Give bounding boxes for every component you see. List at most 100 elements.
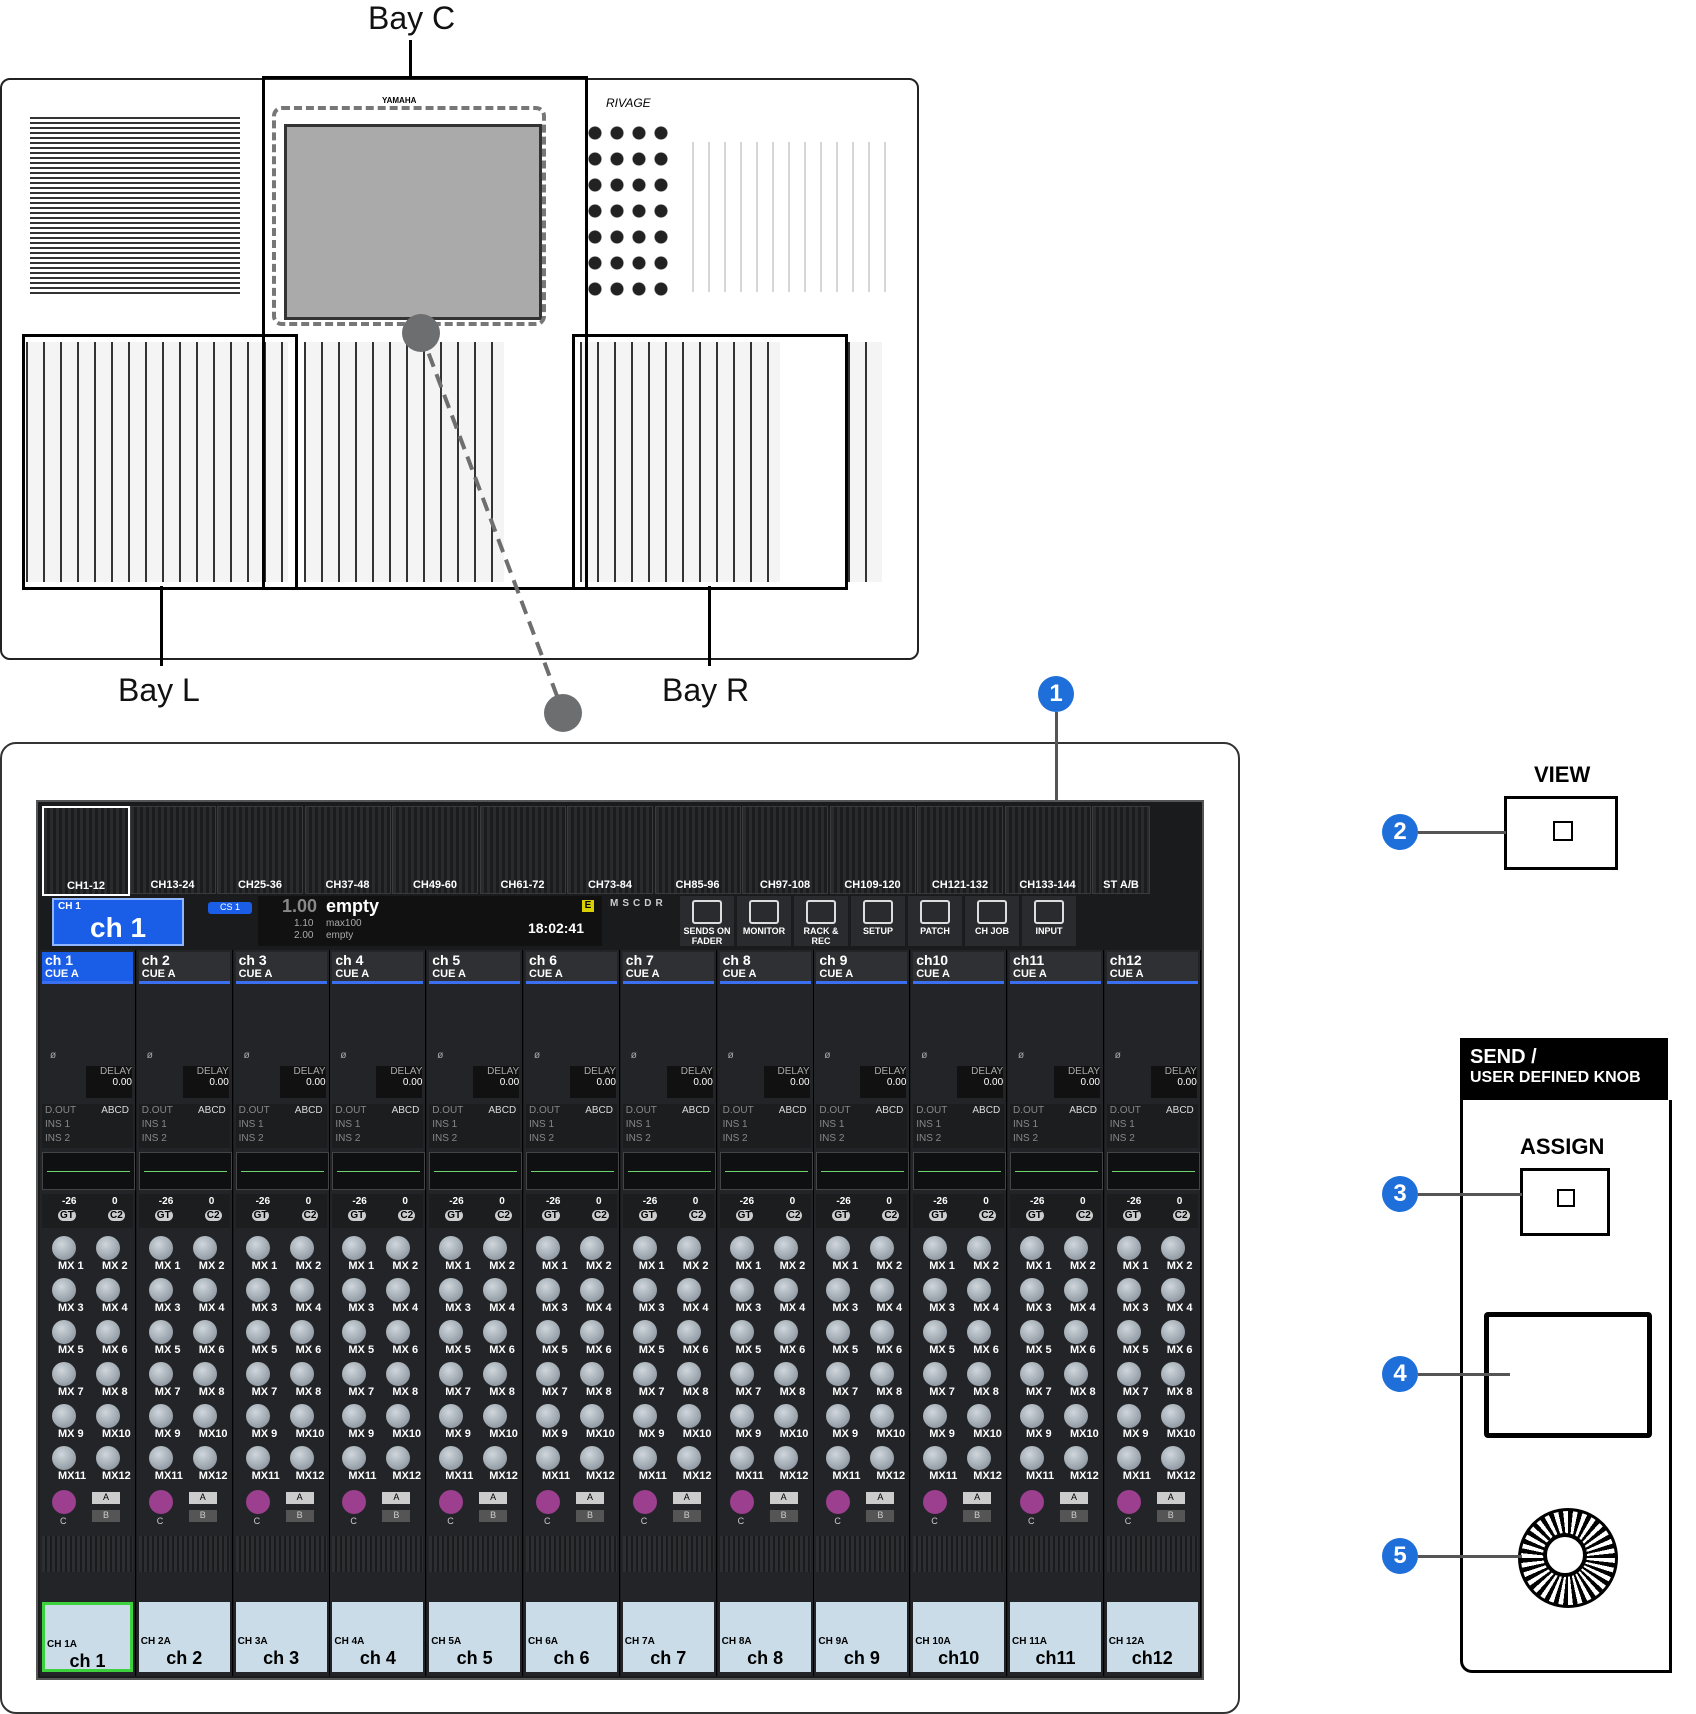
pan-knob[interactable]: [826, 1490, 851, 1514]
routing-block[interactable]: D.OUT INS 1 INS 2 ABCD: [622, 1104, 714, 1148]
mix-send-knob[interactable]: [1020, 1404, 1044, 1428]
mix-send-knob[interactable]: [1160, 1236, 1185, 1260]
mix-send-knob[interactable]: [386, 1362, 411, 1386]
mix-send-knob[interactable]: [870, 1446, 895, 1470]
mix-send-knob[interactable]: [148, 1446, 173, 1470]
mix-send-knob[interactable]: [826, 1404, 851, 1428]
mix-send-knob[interactable]: [439, 1404, 464, 1428]
channel-name-button[interactable]: ch 7 CUE A: [622, 952, 714, 984]
mix-send-knob[interactable]: [289, 1404, 314, 1428]
mix-send-knob[interactable]: [1160, 1362, 1185, 1386]
eq-thumbnail[interactable]: [138, 1152, 232, 1190]
routing-block[interactable]: D.OUT INS 1 INS 2 ABCD: [1106, 1104, 1198, 1148]
mix-send-knob[interactable]: [52, 1278, 76, 1302]
delay-box[interactable]: DELAY 0.00: [1054, 1066, 1100, 1098]
comp-button[interactable]: C2: [882, 1210, 900, 1221]
dynamics-block[interactable]: -26 0 GT C2: [1010, 1194, 1101, 1228]
mix-send-knob[interactable]: [729, 1446, 754, 1470]
comp-button[interactable]: C2: [108, 1210, 125, 1221]
comp-button[interactable]: C2: [592, 1210, 609, 1221]
mix-send-knob[interactable]: [1020, 1278, 1044, 1302]
bank-tab-st[interactable]: ST A/B: [1092, 806, 1150, 894]
assign-b-button[interactable]: B: [479, 1510, 508, 1522]
routing-block[interactable]: D.OUT INS 1 INS 2 ABCD: [913, 1104, 1005, 1148]
mix-send-knob[interactable]: [1064, 1320, 1088, 1344]
dynamics-block[interactable]: -26 0 GT C2: [913, 1194, 1005, 1228]
menu-button[interactable]: RACK & REC: [794, 896, 848, 946]
channel-name-display[interactable]: CH 4A ch 4: [332, 1602, 424, 1672]
pan-knob[interactable]: [923, 1490, 948, 1514]
bank-tab[interactable]: CH49-60: [392, 806, 478, 894]
mix-send-knob[interactable]: [386, 1236, 411, 1260]
channel-name-display[interactable]: CH 7A ch 7: [622, 1602, 714, 1672]
mix-send-knob[interactable]: [192, 1320, 217, 1344]
mix-send-knob[interactable]: [536, 1446, 560, 1470]
selected-channel-button[interactable]: CH 1 ch 1: [52, 898, 184, 946]
dynamics-block[interactable]: -26 0 GT C2: [429, 1194, 521, 1228]
mix-send-knob[interactable]: [967, 1320, 992, 1344]
comp-button[interactable]: C2: [301, 1210, 319, 1221]
mix-send-knob[interactable]: [773, 1236, 798, 1260]
mix-send-knob[interactable]: [1116, 1446, 1141, 1470]
mix-send-knob[interactable]: [580, 1404, 604, 1428]
assign-b-button[interactable]: B: [1060, 1510, 1088, 1522]
comp-button[interactable]: C2: [495, 1210, 512, 1221]
mix-send-knob[interactable]: [773, 1446, 798, 1470]
mix-send-knob[interactable]: [580, 1236, 604, 1260]
gate-button[interactable]: GT: [154, 1210, 173, 1221]
mix-send-knob[interactable]: [148, 1320, 173, 1344]
mix-send-knob[interactable]: [729, 1236, 754, 1260]
mix-send-knob[interactable]: [676, 1236, 701, 1260]
menu-button[interactable]: PATCH: [908, 896, 962, 946]
mix-send-knob[interactable]: [1116, 1362, 1141, 1386]
assign-b-button[interactable]: B: [769, 1510, 798, 1522]
mix-send-knob[interactable]: [52, 1404, 76, 1428]
comp-button[interactable]: C2: [1076, 1210, 1093, 1221]
gate-button[interactable]: GT: [1122, 1210, 1141, 1221]
pan-knob[interactable]: [1116, 1490, 1141, 1514]
channel-name-button[interactable]: ch 5 CUE A: [429, 952, 521, 984]
channel-name-display[interactable]: CH 2A ch 2: [138, 1602, 230, 1672]
gate-button[interactable]: GT: [348, 1210, 367, 1221]
pan-knob[interactable]: [1020, 1490, 1044, 1514]
dynamics-block[interactable]: -26 0 GT C2: [816, 1194, 908, 1228]
mix-send-knob[interactable]: [1064, 1236, 1088, 1260]
mix-send-knob[interactable]: [1116, 1278, 1141, 1302]
mix-send-knob[interactable]: [580, 1362, 604, 1386]
assign-b-button[interactable]: B: [92, 1510, 120, 1522]
channel-name-display[interactable]: CH 1A ch 1: [42, 1602, 133, 1672]
mix-send-knob[interactable]: [826, 1278, 851, 1302]
channel-name-display[interactable]: CH 3A ch 3: [235, 1602, 327, 1672]
mix-send-knob[interactable]: [245, 1446, 270, 1470]
dynamics-block[interactable]: -26 0 GT C2: [235, 1194, 327, 1228]
mix-send-knob[interactable]: [483, 1278, 508, 1302]
mix-send-knob[interactable]: [870, 1362, 895, 1386]
phase-icon[interactable]: ø: [534, 1050, 541, 1061]
assign-b-button[interactable]: B: [285, 1510, 314, 1522]
mix-send-knob[interactable]: [923, 1320, 948, 1344]
channel-name-button[interactable]: ch12 CUE A: [1106, 952, 1198, 984]
mix-send-knob[interactable]: [536, 1236, 560, 1260]
mix-send-knob[interactable]: [439, 1362, 464, 1386]
phase-icon[interactable]: ø: [340, 1050, 347, 1061]
mix-send-knob[interactable]: [580, 1278, 604, 1302]
channel-name-button[interactable]: ch 2 CUE A: [138, 952, 230, 984]
mix-send-knob[interactable]: [729, 1362, 754, 1386]
mix-send-knob[interactable]: [729, 1278, 754, 1302]
bank-tab[interactable]: CH97-108: [742, 806, 828, 894]
comp-button[interactable]: C2: [785, 1210, 803, 1221]
menu-button[interactable]: INPUT: [1022, 896, 1076, 946]
gate-button[interactable]: GT: [638, 1210, 657, 1221]
mix-send-knob[interactable]: [386, 1446, 411, 1470]
dynamics-block[interactable]: -26 0 GT C2: [1106, 1194, 1198, 1228]
mix-send-knob[interactable]: [536, 1320, 560, 1344]
mix-send-knob[interactable]: [148, 1404, 173, 1428]
mix-send-knob[interactable]: [483, 1362, 508, 1386]
delay-box[interactable]: DELAY 0.00: [1150, 1066, 1197, 1098]
assign-a-button[interactable]: A: [479, 1492, 508, 1504]
mix-send-knob[interactable]: [342, 1278, 367, 1302]
assign-button[interactable]: [1520, 1168, 1610, 1236]
bank-tab[interactable]: CH61-72: [479, 806, 566, 894]
view-button[interactable]: [1504, 796, 1618, 870]
mix-send-knob[interactable]: [826, 1362, 851, 1386]
